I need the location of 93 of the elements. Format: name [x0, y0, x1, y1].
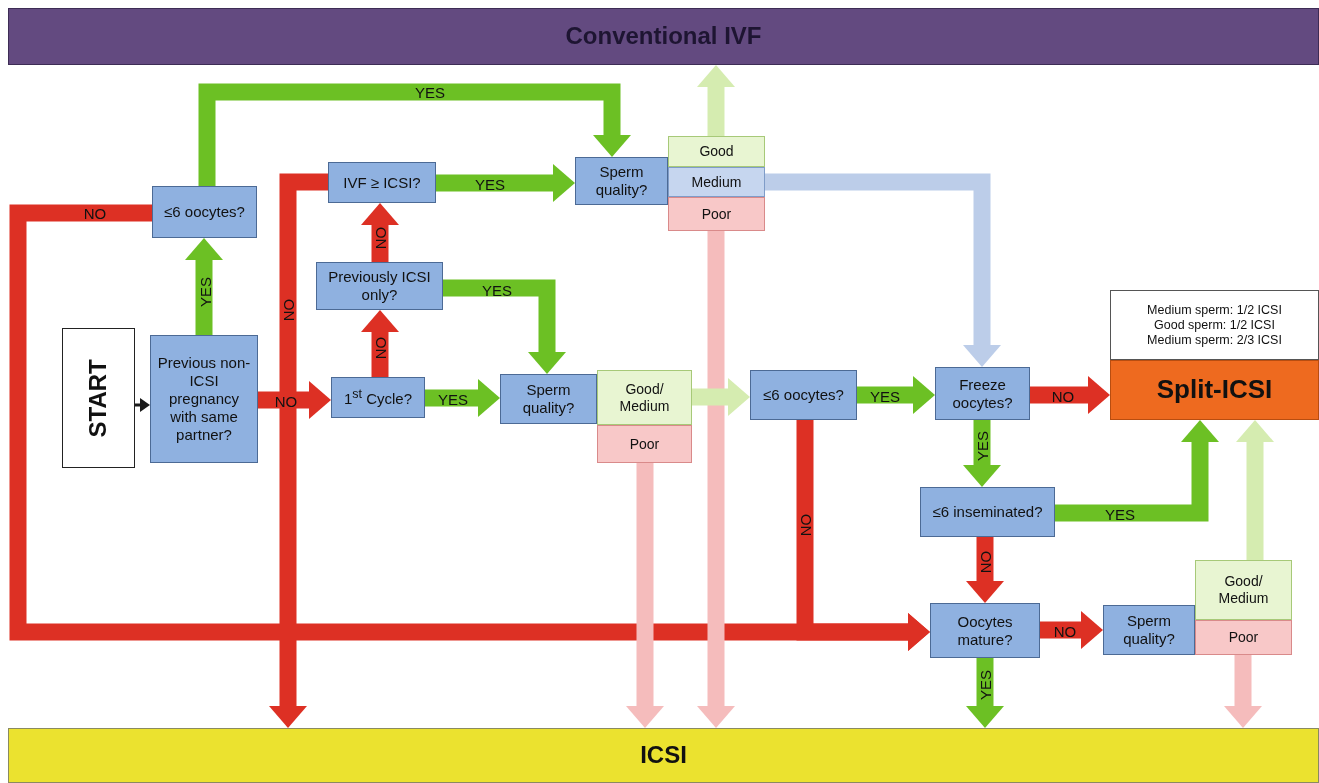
- arrow: [1236, 420, 1274, 560]
- arrow: [361, 310, 399, 377]
- arrow: [692, 378, 750, 416]
- edge-label: YES: [1105, 506, 1135, 522]
- quality-option-box: [597, 425, 692, 463]
- node-label: Freeze oocytes?: [951, 375, 1014, 412]
- node-label: Previous non-ICSI pregnancy with same partner?: [156, 354, 252, 444]
- arrow: [1040, 611, 1103, 649]
- node-label: START: [84, 358, 113, 438]
- result-box: [1110, 360, 1319, 420]
- edge-label: NO: [83, 205, 107, 221]
- node-label: Medium: [691, 173, 742, 191]
- arrow: [185, 238, 223, 335]
- arrow: [796, 420, 930, 651]
- arrow: [966, 658, 1004, 728]
- node-label: Good sperm: 1/2 ICSI: [1154, 317, 1275, 333]
- decision-box: [331, 377, 425, 418]
- edge-label: NO: [1051, 388, 1075, 404]
- arrow: [258, 381, 331, 419]
- node-label: Poor: [701, 205, 732, 223]
- node-label: ≤6 oocytes?: [164, 203, 245, 221]
- arrow: [1055, 420, 1219, 522]
- edge-label: YES: [438, 391, 468, 407]
- quality-option-box: [668, 136, 765, 167]
- arrow: [697, 231, 735, 728]
- node-label: IVF ≥ ICSI?: [343, 173, 421, 192]
- node-label: ICSI: [640, 741, 687, 770]
- decision-box: [575, 157, 668, 205]
- arrow: [1030, 376, 1110, 414]
- arrow: [425, 379, 500, 417]
- decision-box: [930, 603, 1040, 658]
- node-label: Good: [699, 143, 734, 160]
- node-label: Good/ Medium: [618, 380, 671, 415]
- node-label: Medium sperm: 2/3 ICSI: [1147, 332, 1282, 348]
- edge-label: YES: [415, 84, 445, 100]
- footer-band: [8, 728, 1319, 783]
- decision-box: [152, 186, 257, 238]
- node-label: Previously ICSI only?: [327, 268, 432, 304]
- node-label: Good/ Medium: [1217, 573, 1270, 607]
- node-label: Medium sperm: 1/2 ICSI: [1147, 302, 1282, 318]
- arrow: [361, 203, 399, 262]
- quality-option-box: [1195, 620, 1292, 655]
- node-label: Oocytes mature?: [956, 612, 1014, 649]
- arrow: [966, 537, 1004, 603]
- decision-box: [935, 367, 1030, 420]
- node-label: Sperm quality?: [594, 163, 649, 199]
- edge-label: NO: [977, 550, 993, 574]
- arrow: [436, 164, 575, 202]
- node-label: Poor: [629, 435, 660, 453]
- edge-label: YES: [197, 277, 213, 307]
- arrow: [697, 65, 735, 136]
- arrow: [857, 376, 935, 414]
- node-label: ≤6 oocytes?: [763, 386, 844, 404]
- node-label: Poor: [1228, 629, 1259, 646]
- node-label: Split-ICSI: [1156, 374, 1273, 406]
- note-box: [1110, 290, 1319, 360]
- edge-label: NO: [1053, 623, 1077, 639]
- node-label: Sperm quality?: [521, 381, 576, 417]
- arrow: [269, 173, 328, 728]
- decision-box: [750, 370, 857, 420]
- quality-option-box: [668, 197, 765, 231]
- arrow: [443, 279, 566, 374]
- decision-box: [500, 374, 597, 424]
- arrow: [626, 463, 664, 728]
- edge-label: YES: [977, 670, 993, 700]
- decision-box: [150, 335, 258, 463]
- arrow: [963, 420, 1001, 487]
- edge-label: NO: [280, 298, 296, 322]
- decision-box: [920, 487, 1055, 537]
- decision-box: [1103, 605, 1195, 655]
- node-label: Conventional IVF: [565, 22, 762, 51]
- arrow: [1224, 655, 1262, 728]
- edge-label: YES: [482, 282, 512, 298]
- edge-label: NO: [372, 226, 388, 250]
- header-band: [8, 8, 1319, 65]
- decision-box: [316, 262, 443, 310]
- arrow: [765, 173, 1001, 367]
- decision-box: [328, 162, 436, 203]
- quality-option-box: [668, 167, 765, 197]
- edge-label: YES: [475, 176, 505, 192]
- quality-option-box: [597, 370, 692, 425]
- edge-label: NO: [797, 513, 813, 537]
- start-box: [62, 328, 135, 468]
- node-label: 1$^{st}$ Cycle?: [343, 387, 413, 408]
- quality-option-box: [1195, 560, 1292, 620]
- node-label: Sperm quality?: [1122, 612, 1176, 648]
- node-label: ≤6 inseminated?: [932, 503, 1043, 521]
- arrow: [135, 398, 150, 412]
- edge-label: NO: [372, 336, 388, 360]
- arrow: [198, 83, 631, 186]
- edge-label: YES: [974, 431, 990, 461]
- edge-label: NO: [274, 393, 298, 409]
- edge-label: YES: [870, 388, 900, 404]
